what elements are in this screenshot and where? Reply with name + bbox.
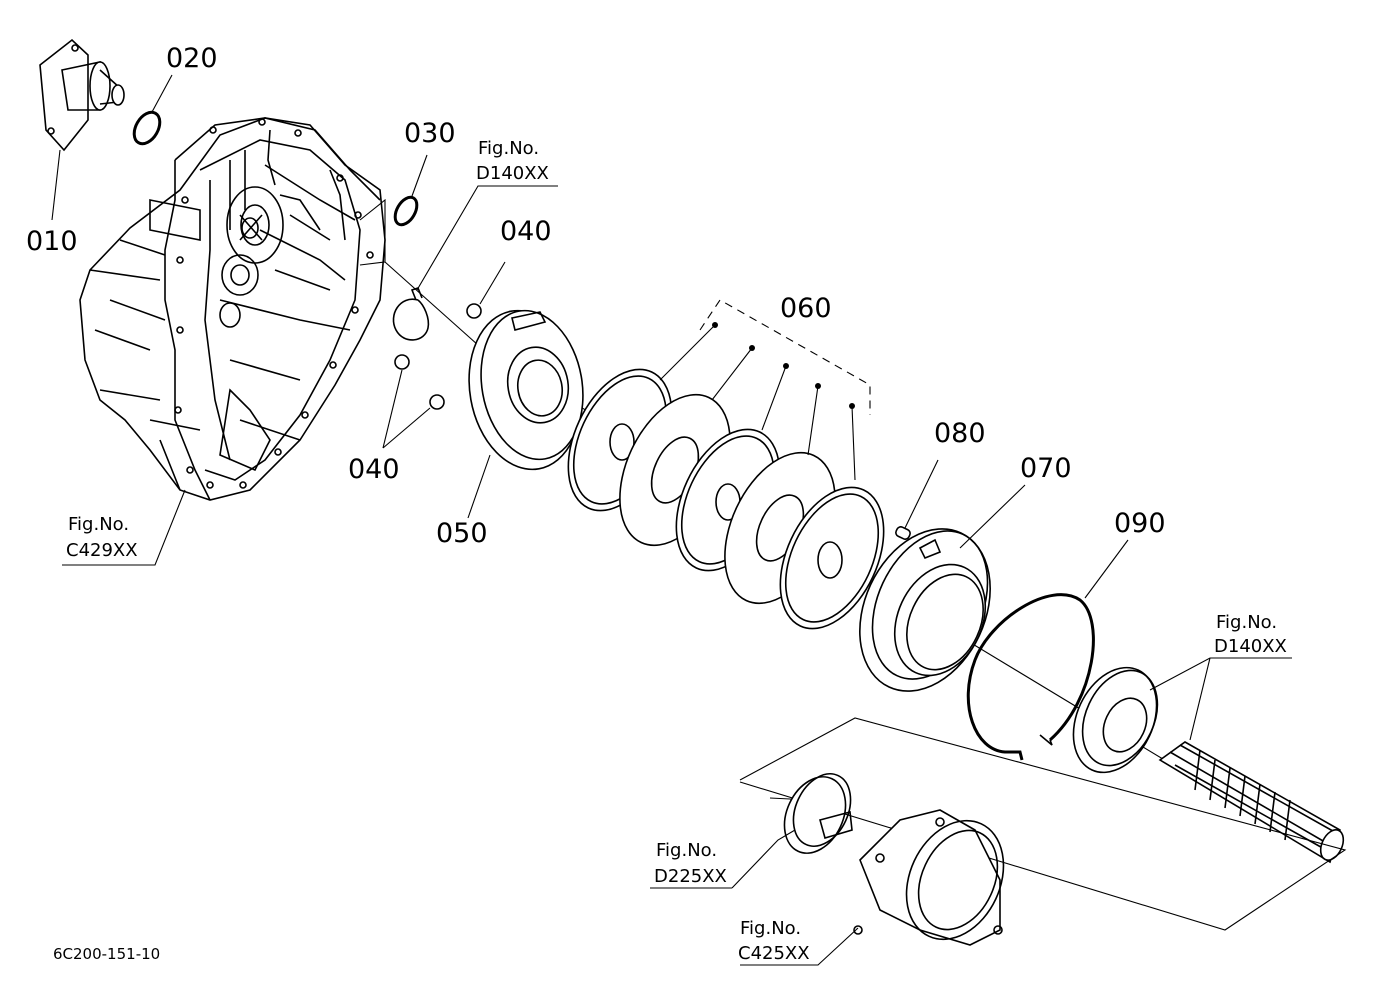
part-label-020: 020: [166, 43, 218, 74]
part-label-090: 090: [1114, 508, 1166, 539]
part-label-060: 060: [780, 293, 832, 324]
ref-label-c429-line2: C429XX: [66, 540, 138, 561]
part-label-030: 030: [404, 118, 456, 149]
part-label-040-bottom: 040: [348, 454, 400, 485]
transmission-case: [79, 117, 386, 501]
part-080-pin: [895, 526, 911, 540]
part-020-o-ring: [132, 110, 162, 146]
ref-label-d225-line1: Fig.No.: [656, 840, 717, 861]
coupling-piece: [783, 773, 853, 854]
ref-label-d225-line2: D225XX: [654, 866, 727, 887]
circlip: [392, 287, 430, 341]
ref-label-d140-right-line2: D140XX: [1214, 636, 1287, 657]
part-label-070: 070: [1020, 453, 1072, 484]
ref-label-d140-right-line1: Fig.No.: [1216, 612, 1277, 633]
part-label-050: 050: [436, 518, 488, 549]
ref-label-d140-top-line1: Fig.No.: [478, 138, 539, 159]
ref-label-c429-line1: Fig.No.: [68, 514, 129, 535]
part-090-snap-ring: [966, 593, 1095, 761]
part-label-040-top: 040: [500, 216, 552, 247]
part-040-ball: [466, 303, 482, 319]
splined-shaft: [1158, 741, 1345, 864]
part-050-pressure-plate: [468, 309, 584, 471]
part-010-shaft: [39, 38, 125, 152]
part-040-ball: [429, 394, 445, 410]
part-060-clutch-disc-pack: [567, 368, 885, 630]
part-label-080: 080: [934, 418, 986, 449]
document-code: 6C200-151-10: [53, 945, 160, 963]
part-label-010: 010: [26, 226, 78, 257]
ref-label-d140-top-line2: D140XX: [476, 163, 549, 184]
clutch-housing: [853, 809, 1005, 946]
part-030-o-ring: [393, 195, 419, 227]
ref-label-c425-line2: C425XX: [738, 943, 810, 964]
part-070-piston: [859, 528, 991, 692]
part-040-ball: [394, 354, 410, 370]
bearing: [1072, 666, 1159, 774]
ref-label-c425-line1: Fig.No.: [740, 918, 801, 939]
